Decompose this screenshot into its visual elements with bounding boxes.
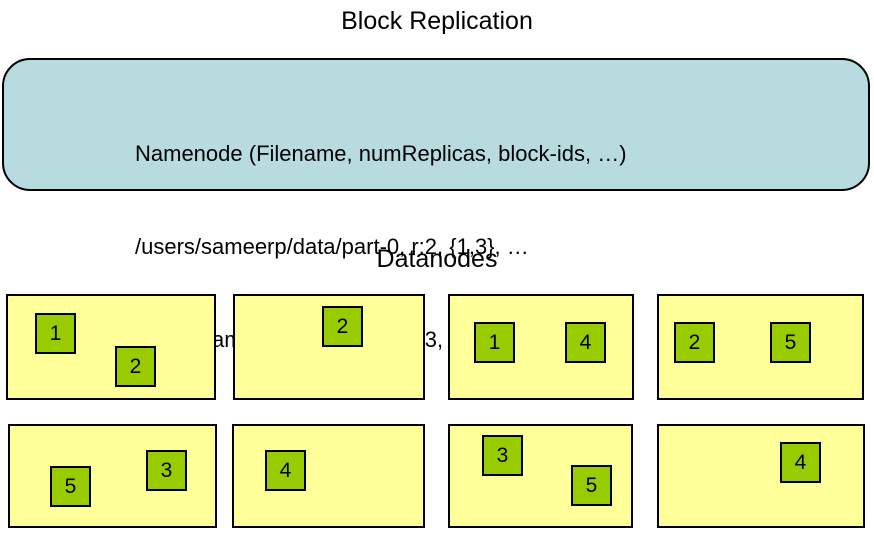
namenode-line-part0: /users/sameerp/data/part-0, r:2, {1,3}, … xyxy=(135,234,529,259)
datanode-6: 4 xyxy=(232,424,425,528)
datanode-7: 3 5 xyxy=(448,424,633,528)
block-2: 2 xyxy=(674,322,715,363)
block-5: 5 xyxy=(50,466,91,507)
block-4: 4 xyxy=(780,442,821,483)
block-2: 2 xyxy=(322,306,363,347)
datanodes-label: Datanodes xyxy=(376,245,498,273)
block-3: 3 xyxy=(146,450,187,491)
namenode-box xyxy=(2,58,870,191)
block-5: 5 xyxy=(770,322,811,363)
diagram-title: Block Replication xyxy=(341,7,533,35)
block-1: 1 xyxy=(35,313,76,354)
datanode-4: 2 5 xyxy=(657,294,864,400)
datanode-2: 2 xyxy=(233,294,425,400)
namenode-line-header: Namenode (Filename, numReplicas, block-i… xyxy=(135,141,627,166)
block-5: 5 xyxy=(571,465,612,506)
datanode-5: 5 3 xyxy=(8,424,217,528)
datanode-3: 1 4 xyxy=(448,294,634,400)
block-2: 2 xyxy=(115,346,156,387)
block-1: 1 xyxy=(474,322,515,363)
block-4: 4 xyxy=(565,322,606,363)
block-3: 3 xyxy=(482,435,523,476)
block-4: 4 xyxy=(265,450,306,491)
datanode-8: 4 xyxy=(657,424,865,528)
datanode-1: 1 2 xyxy=(6,294,216,400)
